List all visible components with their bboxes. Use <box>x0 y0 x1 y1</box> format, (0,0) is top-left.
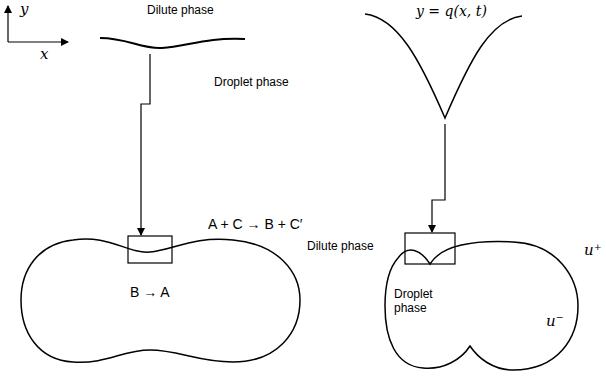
phase-label: u⁺ <box>584 242 602 259</box>
phase-label: x <box>40 46 48 63</box>
x-axis <box>8 41 68 42</box>
droplet-text: B → A <box>130 284 170 300</box>
droplet-text: Droplet phase <box>394 288 444 316</box>
zoom-box <box>405 233 455 264</box>
interface-curve <box>100 38 245 48</box>
zoom-arrow <box>432 124 445 232</box>
droplet: Droplet phase u⁻ <box>383 238 580 372</box>
zoom-arrow <box>141 54 150 235</box>
phase-label: Droplet phase <box>214 76 289 90</box>
phase-label: y = q(x, t) <box>416 3 487 19</box>
phase-label: y <box>20 1 28 18</box>
phase-label: Dilute phase <box>307 240 374 254</box>
phase-label: A + C → B + C′ <box>208 216 302 232</box>
droplet-text: u⁻ <box>546 313 564 330</box>
interface-curve <box>365 14 522 118</box>
phase-label: Dilute phase <box>147 4 214 18</box>
y-axis <box>7 6 8 42</box>
droplet: B → A <box>18 232 303 368</box>
